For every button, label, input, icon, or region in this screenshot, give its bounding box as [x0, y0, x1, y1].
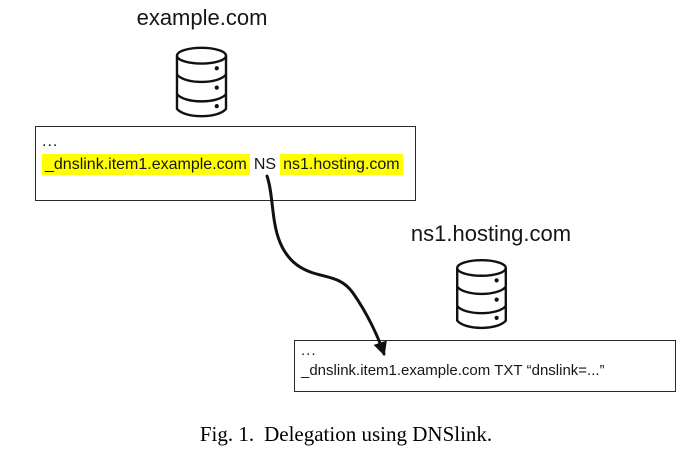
zone-title-ns1-hosting-com: ns1.hosting.com: [410, 221, 572, 246]
record-owner-highlighted: _dnslink.item1.example.com: [42, 154, 250, 175]
database-icon-glyph: [456, 258, 507, 330]
database-icon-glyph: [175, 46, 228, 118]
record-type-txt: TXT: [494, 362, 523, 379]
figure-caption: Fig. 1. Delegation using DNSlink.: [0, 421, 692, 447]
database-icon: [173, 46, 230, 125]
database-icon: [454, 258, 509, 337]
figure-caption-label: Fig. 1.: [199, 422, 255, 446]
record-value: “dnslink=...”: [526, 362, 605, 379]
record-type-ns: NS: [253, 156, 277, 173]
zone-title-example-com: example.com: [136, 5, 268, 30]
zone-file-ellipsis: ...: [42, 133, 59, 150]
figure-caption-text: Delegation using DNSlink.: [264, 422, 493, 446]
record-value-highlighted: ns1.hosting.com: [280, 154, 403, 175]
zone-file-ellipsis: ...: [301, 342, 317, 359]
record-owner: _dnslink.item1.example.com: [301, 362, 491, 379]
